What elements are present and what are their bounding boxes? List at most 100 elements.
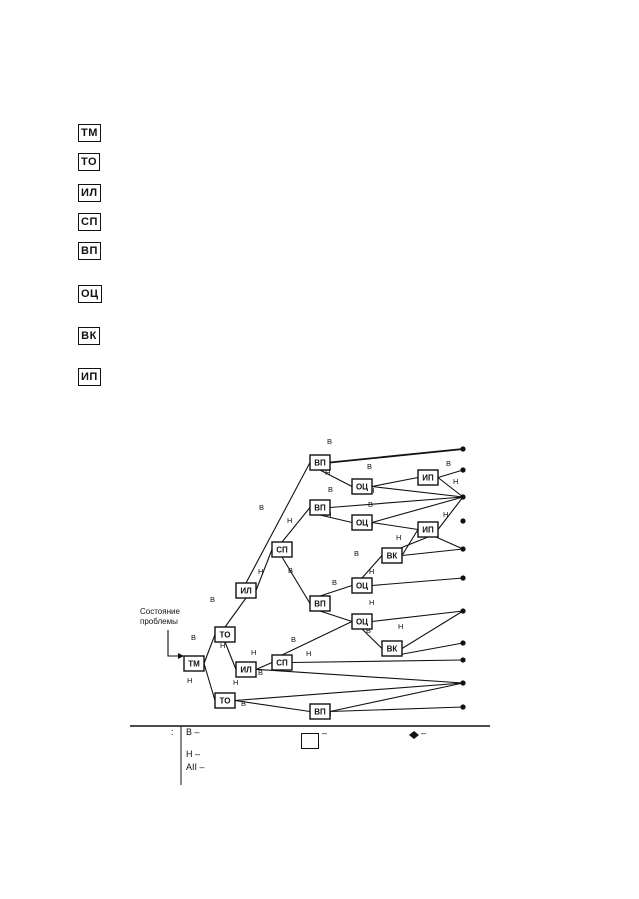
node-label-n_il2: ИЛ [240,666,252,675]
node-n_vp4 [309,703,331,720]
edge-label-12: Н [233,678,238,687]
edge-28 [319,584,353,597]
edge-0 [203,634,216,664]
node-label-n_il1: ИЛ [240,587,252,596]
node-n_oc4 [351,613,373,630]
edge-36 [361,628,383,649]
node-n_ip1 [417,469,439,486]
node-label-n_to1: ТО [220,631,231,640]
edge-label-16: В [327,437,332,446]
key-colon: : [171,727,174,737]
node-label-n_oc3: ОЦ [356,582,368,591]
edge-label-17: Н [325,468,330,477]
edge-label-28: В [332,578,337,587]
key-no: Н – [186,749,201,759]
legend-box-5: ОЦ [78,285,102,303]
legend-box-4: ВП [78,242,101,260]
edge-15 [329,706,464,713]
edge-label-6: Н [287,516,292,525]
node-n_vk1 [381,547,403,564]
node-n_vp3 [309,595,331,612]
legend-box-2: ИЛ [78,184,101,202]
edge-26 [437,496,464,530]
edge-18 [371,476,419,488]
terminal-dot-9 [460,680,466,686]
edge-label-26: Н [443,510,448,519]
edge-30 [361,555,383,579]
edge-label-3: Н [220,641,225,650]
node-n_vk2 [381,640,403,657]
edge-label-2: В [210,595,215,604]
edge-17 [319,469,353,487]
edge-label-31: Н [369,567,374,576]
edge-4 [245,462,311,584]
edge-38 [391,642,464,657]
start-label-line2: проблемы [140,617,178,626]
edge-label-11: Н [306,649,311,658]
terminal-dot-4 [460,546,466,552]
edge-3 [224,641,237,670]
node-label-n_tm: ТМ [188,660,200,669]
edge-31 [371,577,464,587]
terminal-dot-5 [460,575,466,581]
edge-35 [371,610,464,623]
edge-label-13: В [241,699,246,708]
edge-label-37: Н [398,622,403,631]
node-n_oc1 [351,478,373,495]
terminal-dot-0 [460,446,466,452]
node-label-n_ip1: ИП [422,474,434,483]
edge-label-7: В [288,566,293,575]
terminal-dot-3 [460,518,466,524]
edge-25 [371,521,419,531]
edge-label-36: В [366,626,371,635]
edge-12 [234,682,464,702]
edge-label-8: Н [251,648,256,657]
terminal-dot-8 [460,657,466,663]
node-label-n_ip2: ИП [422,526,434,535]
terminal-dot-1 [460,467,466,473]
edge-13 [234,699,311,713]
key-dot-marker [409,731,419,739]
legend-box-1: ТО [78,153,101,171]
node-n_to2 [214,692,236,709]
node-n_vp1 [309,454,331,471]
edge-11 [291,659,464,664]
edge-label-9: В [258,668,263,677]
edge-label-35: Н [369,598,374,607]
node-label-n_sp1: СП [276,546,288,555]
node-label-n_vk1: ВК [387,552,398,561]
edge-14 [329,682,464,713]
legend-box-3: СП [78,213,101,231]
edge-23 [319,514,353,524]
node-label-n_vp4: ВП [314,708,326,717]
edge-6 [281,507,311,543]
legend-box-7: ИП [78,368,101,386]
edge-22 [329,496,464,509]
node-label-n_to2: ТО [220,697,231,706]
edge-19 [371,485,464,498]
edge-label-30: В [354,549,359,558]
edge-8 [255,661,273,671]
edge-label-22: В [328,485,333,494]
edge-9 [235,667,464,684]
edge-32 [401,548,464,557]
edge-label-24: В [368,500,373,509]
key-decision-square [301,733,319,749]
key-alt: АII – [186,762,205,772]
edge-29 [319,610,353,623]
edge-21 [437,477,464,498]
edge-20 [437,469,464,479]
edge-16 [329,448,464,464]
node-label-n_vp3: ВП [314,600,326,609]
edge-label-5: Н [258,567,263,576]
node-n_il1 [235,582,257,599]
edge-5 [255,549,273,591]
node-n_tm [183,655,205,672]
edge-label-4: В [259,503,264,512]
key-dot-dash: – [421,728,427,738]
node-label-n_oc4: ОЦ [356,618,368,627]
legend-box-6: ВК [78,327,100,345]
edge-1 [203,663,216,701]
node-n_sp2 [271,654,293,671]
